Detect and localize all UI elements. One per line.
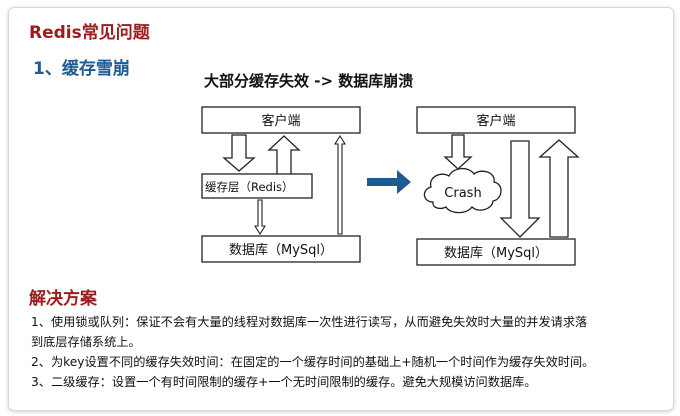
left-db-label: 数据库（MySql） — [229, 242, 333, 258]
left-client-box — [201, 106, 361, 134]
section-subtitle: 1、缓存雪崩 — [33, 59, 130, 79]
right-db-box — [416, 238, 576, 266]
cache-avalanche-diagram: 客户端 缓存层（Redis） 数据库（MySql） 客户端 Crash — [201, 106, 580, 266]
solution-line-3: 2、为key设置不同的缓存失效时间：在固定的一个缓存时间的基础上+随机一个时间作… — [31, 355, 595, 369]
left-cache-box — [201, 173, 313, 199]
left-db-box — [201, 235, 361, 263]
solution-line-1: 1、使用锁或队列：保证不会有大量的线程对数据库一次性进行读写，从而避免失效时大量… — [31, 315, 588, 329]
page-title: Redis常见问题 — [29, 23, 150, 43]
transition-arrow — [367, 170, 411, 194]
diagram-title: 大部分缓存失效 -> 数据库崩溃 — [204, 72, 414, 90]
left-down-arrow — [222, 134, 256, 172]
crash-cloud — [423, 167, 502, 214]
right-diagram: 客户端 Crash 数据库（MySql） — [416, 106, 580, 266]
left-long-up-arrow — [334, 134, 346, 235]
left-thin-down-arrow — [254, 199, 266, 236]
left-diagram: 客户端 缓存层（Redis） 数据库（MySql） — [201, 106, 361, 263]
right-down-arrow — [443, 134, 473, 170]
solutions-title: 解决方案 — [29, 289, 97, 309]
right-large-up-arrow — [538, 139, 580, 238]
right-db-label: 数据库（MySql） — [444, 245, 548, 261]
left-cache-label: 缓存层（Redis） — [205, 180, 294, 194]
solution-line-2: 到底层存储系统上。 — [31, 335, 141, 349]
right-client-label: 客户端 — [476, 113, 515, 129]
solution-line-4: 3、二级缓存：设置一个有时间限制的缓存+一个无时间限制的缓存。避免大规模访问数据… — [31, 375, 537, 389]
left-client-label: 客户端 — [261, 113, 300, 129]
right-client-box — [416, 106, 576, 134]
right-large-down-arrow — [499, 140, 541, 238]
crash-label: Crash — [444, 186, 481, 201]
left-up-arrow — [267, 135, 301, 176]
slide: Redis常见问题 1、缓存雪崩 大部分缓存失效 -> 数据库崩溃 客户端 缓存… — [8, 7, 674, 411]
